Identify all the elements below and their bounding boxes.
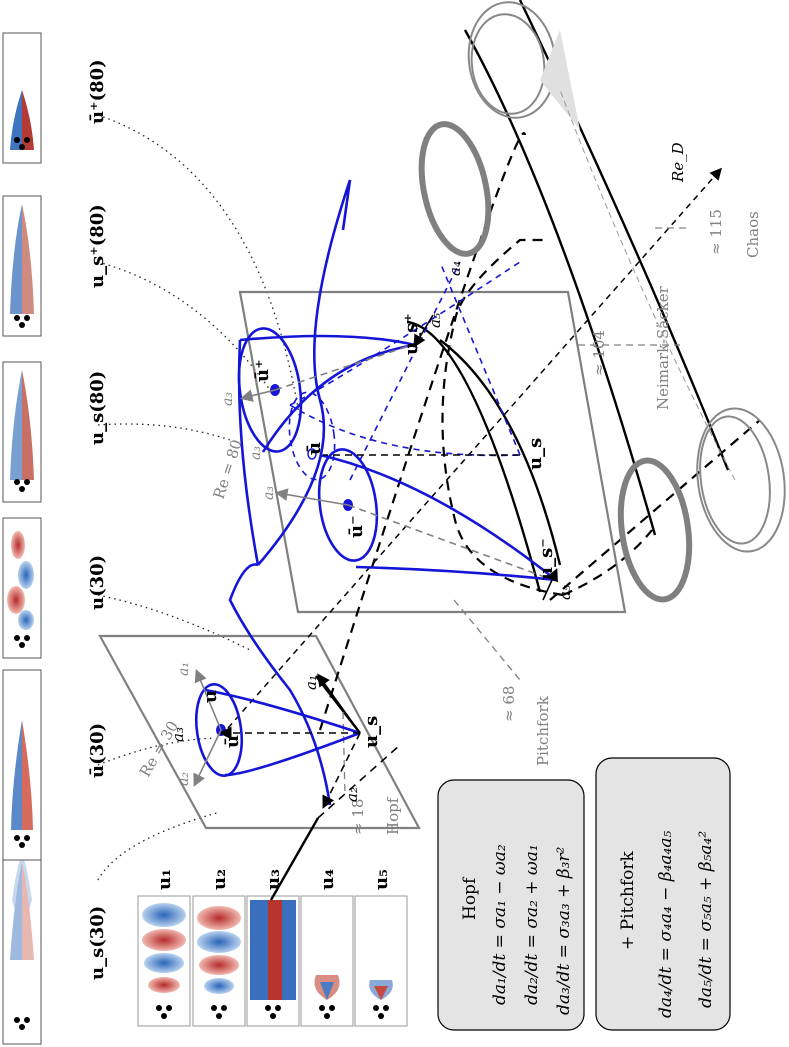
local-axes-30	[193, 669, 361, 809]
snapshot-u30	[2, 517, 42, 659]
label-u5: u₅	[371, 869, 392, 890]
us-plus-label: u_s⁺	[401, 313, 422, 355]
snapshot-us80	[2, 361, 42, 503]
chaos-value: ≈ 115	[707, 209, 725, 255]
label-u30: u(30)	[87, 555, 108, 610]
a4-label: a₄	[446, 261, 464, 276]
re-axis: Re_D	[227, 142, 722, 729]
snapshot-us30	[2, 853, 42, 1045]
hopf-eq-3: da₃/dt = σ₃a₃ + β₃r²	[554, 846, 574, 1015]
hopf-eq-2: da₂/dt = σa₂ + ωa₁	[522, 844, 542, 1005]
label-u4: u₄	[317, 869, 338, 890]
a2-label: a₂	[343, 787, 361, 802]
us-label-80: u_s	[525, 438, 546, 470]
ubar-label-80: ū	[304, 442, 325, 455]
hopf-value: ≈ 18	[349, 799, 367, 835]
limit-cycles-grey	[418, 121, 693, 603]
mode-u3	[246, 895, 300, 1027]
us-label-30: u_s	[361, 716, 382, 748]
a3-label-grey-1: a₃	[261, 486, 277, 500]
mode-u4	[300, 895, 354, 1027]
mode-u5	[354, 895, 408, 1027]
mode-u2	[192, 895, 246, 1027]
hopf-eq-1: da₁/dt = σa₁ − ωa₂	[490, 844, 510, 1005]
mode-u1	[137, 895, 191, 1027]
ubar-minus-label: ū⁻	[346, 515, 367, 538]
label-us30: u_s(30)	[87, 906, 108, 980]
u-label-30: u	[200, 690, 221, 703]
blue-dashed-projections	[288, 261, 521, 481]
pitchfork-value: ≈ 68	[500, 686, 518, 722]
plane-re80-label: Re = 80	[210, 437, 246, 501]
hopf-label: Hopf	[384, 796, 402, 835]
snapshot-labels: u_s(30) ū(30) u(30) u_s(80) u_s⁺(80) ū⁺(…	[87, 59, 108, 980]
ubar-plus-label: ū⁺	[252, 359, 273, 382]
pitchfork-eq-5: da₅/dt = σ₅a₅ + β₅a₄²	[696, 831, 716, 1008]
axis-labels: a₁ a₃ a₂ a₁ a₂ a₃ a₃ a₃ a₄ a₅ a₅	[169, 261, 574, 802]
a2-label-grey: a₂	[176, 772, 192, 786]
label-u1: u₁	[154, 869, 175, 890]
label-ubarp80: ū⁺(80)	[87, 59, 108, 124]
snapshot-panels	[2, 32, 42, 1045]
label-u2: u₂	[209, 869, 230, 890]
snapshot-usp80	[2, 195, 42, 337]
snapshot-ubar30	[2, 669, 42, 861]
a3-label-grey-2: a₃	[248, 446, 264, 460]
neimark-label: Neimark-Säcker	[654, 285, 672, 410]
a3-label-grey-3: a₃	[220, 392, 236, 406]
chaos-label: Chaos	[744, 211, 762, 258]
pitchfork-eq-4: da₄/dt = σ₄a₄ − β₄a₄a₅	[656, 831, 676, 1018]
blue-trajectories	[194, 179, 557, 806]
us-minus-label: u_s⁻	[536, 538, 557, 580]
hopf-box-title: Hopf	[460, 876, 480, 920]
mode-panels	[137, 895, 408, 1027]
torus-chaos-grey	[467, 1, 786, 553]
re-axis-label: Re_D	[669, 142, 687, 183]
neimark-value: ≈ 104	[590, 330, 608, 376]
pitchfork-equation-box: + Pitchfork da₄/dt = σ₄a₄ − β₄a₄a₅ da₅/d…	[595, 757, 731, 1031]
pitchfork-box-title: + Pitchfork	[618, 851, 638, 950]
bifurcation-leaders	[342, 227, 690, 796]
mode-labels: u₁ u₂ u₃ u₄ u₅	[154, 869, 392, 890]
snapshot-connectors	[97, 114, 301, 881]
bifurcation-branches	[269, 0, 730, 901]
snapshot-ubarp80	[2, 32, 42, 164]
local-axes-80	[239, 261, 558, 601]
label-usp80: u_s⁺(80)	[87, 204, 108, 288]
label-ubar30: ū(30)	[87, 723, 108, 778]
a1-label-grey: a₁	[176, 662, 192, 676]
point-labels: u_s u ū ū⁻ ū⁺ ū u_s u_s⁻ u_s⁺	[200, 313, 557, 748]
bifurcation-labels: ≈ 18 Hopf ≈ 68 Pitchfork ≈ 104 Neimark-S…	[349, 209, 762, 835]
pitchfork-label: Pitchfork	[534, 695, 552, 766]
a5-label-top: a₅	[426, 313, 444, 328]
label-u3: u₃	[263, 869, 284, 890]
bifurcation-dashed	[318, 132, 761, 731]
hopf-equation-box: Hopf da₁/dt = σa₁ − ωa₂ da₂/dt = σa₂ + ω…	[437, 779, 585, 1031]
fixed-points	[216, 384, 353, 736]
a1-label: a₁	[302, 675, 320, 690]
ubar-label-30: ū	[222, 735, 243, 748]
a5-label-bottom: a₅	[556, 585, 574, 600]
label-us80: u_s(80)	[87, 371, 108, 445]
a3-label-30: a₃	[169, 727, 187, 742]
